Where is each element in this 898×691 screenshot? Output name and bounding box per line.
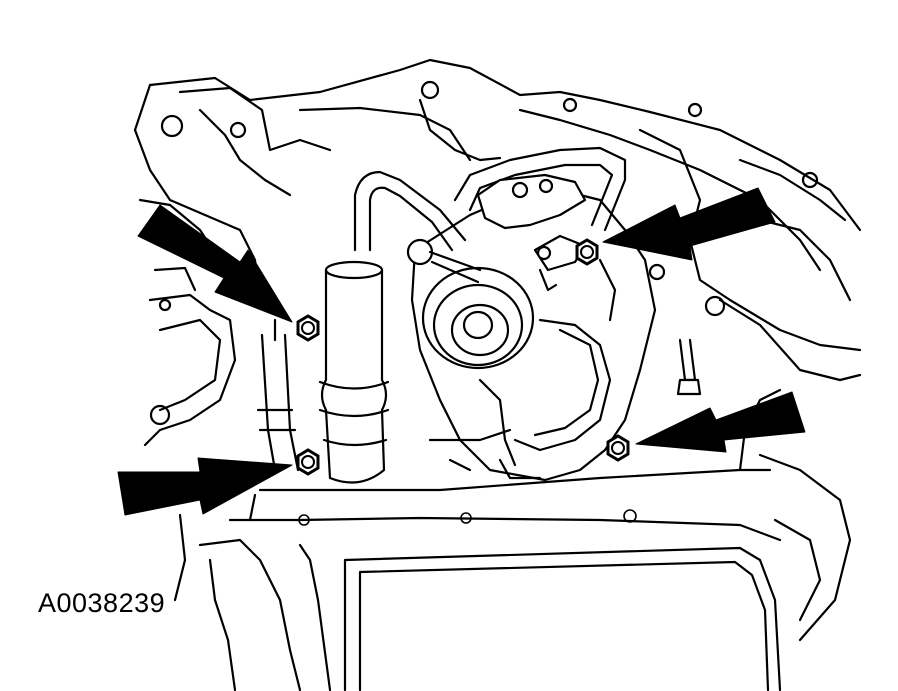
oil-pan-opening <box>173 513 782 691</box>
arrow-lower-left <box>117 457 293 516</box>
oil-filter-housing <box>318 260 390 484</box>
engine-block-outline <box>133 58 862 447</box>
bolt-upper-right <box>575 238 599 266</box>
arrow-upper-left <box>137 204 293 323</box>
bolt-lower-right <box>606 434 630 462</box>
side-stud-right <box>676 338 702 396</box>
crankshaft-seal <box>421 266 535 370</box>
arrow-lower-right <box>635 391 806 453</box>
bolt-upper-left <box>296 314 320 342</box>
bolt-lower-left <box>296 448 320 476</box>
top-bracket-tube <box>353 146 627 284</box>
figure-id-label: A0038239 <box>38 588 166 618</box>
oil-pan-rail <box>228 388 852 642</box>
arrow-upper-right <box>602 187 776 261</box>
left-tube <box>256 318 300 472</box>
upper-bracket <box>476 173 587 292</box>
